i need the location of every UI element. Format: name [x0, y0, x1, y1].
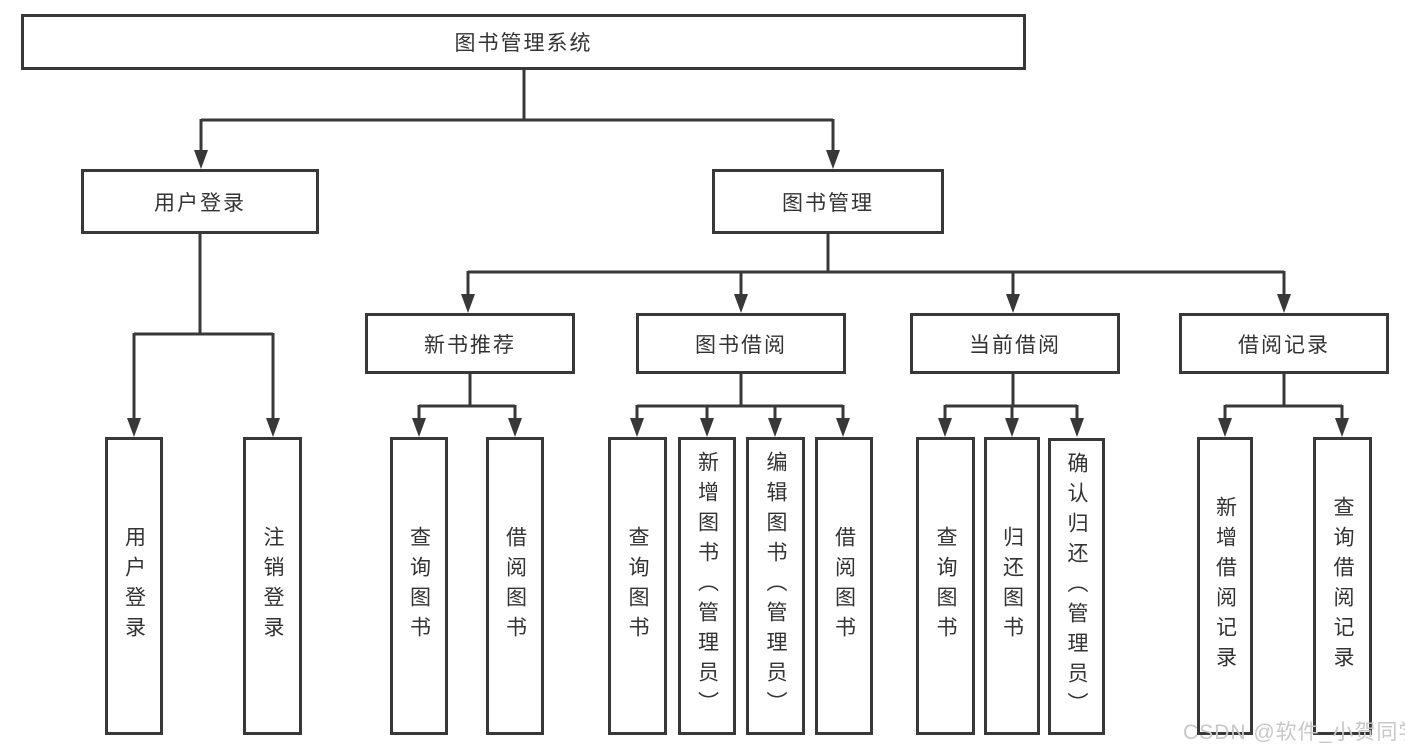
leaf-borrow-borrow-books: 借阅图书 [815, 437, 873, 735]
node-borrowing-records: 借阅记录 [1179, 313, 1389, 374]
node-book-management-label: 图书管理 [782, 191, 874, 215]
leaf-records-query-record-label: 查询借阅记录 [1331, 496, 1354, 676]
leaf-logout-label: 注销登录 [261, 526, 284, 646]
node-book-borrowing: 图书借阅 [636, 313, 846, 374]
leaf-borrow-add-books-admin-label: 新增图书（管理员） [695, 451, 719, 721]
csdn-watermark: CSDN @软件_小贺同学 [1183, 721, 1405, 744]
leaf-borrow-add-books-admin: 新增图书（管理员） [678, 437, 736, 735]
leaf-current-return-books-label: 归还图书 [1000, 526, 1024, 646]
leaf-borrow-borrow-books-label: 借阅图书 [832, 526, 856, 646]
leaf-newbook-borrow-books: 借阅图书 [486, 437, 544, 735]
leaf-newbook-query-books: 查询图书 [390, 437, 448, 735]
leaf-borrow-query-books-label: 查询图书 [626, 526, 649, 646]
leaf-current-query-books-label: 查询图书 [934, 526, 957, 646]
leaf-current-confirm-return-admin-label: 确认归还（管理员） [1065, 451, 1088, 722]
node-user-login-label: 用户登录 [154, 191, 246, 215]
leaf-user-login-label: 用户登录 [122, 526, 146, 646]
leaf-newbook-borrow-books-label: 借阅图书 [503, 526, 527, 646]
leaf-logout: 注销登录 [243, 437, 302, 735]
node-root-label: 图书管理系统 [454, 32, 593, 55]
node-new-book-recommend-label: 新书推荐 [424, 333, 516, 357]
node-book-management: 图书管理 [712, 169, 944, 234]
node-user-login: 用户登录 [81, 169, 319, 234]
leaf-records-add-record-label: 新增借阅记录 [1213, 496, 1237, 676]
node-root: 图书管理系统 [21, 14, 1026, 70]
node-current-borrowing: 当前借阅 [910, 313, 1120, 374]
leaf-borrow-query-books: 查询图书 [608, 437, 667, 735]
leaf-user-login: 用户登录 [105, 437, 163, 735]
leaf-current-return-books: 归还图书 [984, 437, 1040, 735]
leaf-current-confirm-return-admin: 确认归还（管理员） [1048, 438, 1105, 735]
leaf-borrow-edit-books-admin-label: 编辑图书（管理员） [764, 451, 787, 721]
node-borrowing-records-label: 借阅记录 [1238, 333, 1330, 357]
leaf-records-query-record: 查询借阅记录 [1313, 437, 1372, 735]
leaf-borrow-edit-books-admin: 编辑图书（管理员） [746, 437, 805, 735]
node-current-borrowing-label: 当前借阅 [969, 333, 1061, 357]
node-new-book-recommend: 新书推荐 [365, 313, 575, 374]
leaf-records-add-record: 新增借阅记录 [1197, 437, 1253, 735]
leaf-newbook-query-books-label: 查询图书 [407, 526, 431, 646]
leaf-current-query-books: 查询图书 [916, 437, 975, 735]
node-book-borrowing-label: 图书借阅 [695, 333, 787, 357]
